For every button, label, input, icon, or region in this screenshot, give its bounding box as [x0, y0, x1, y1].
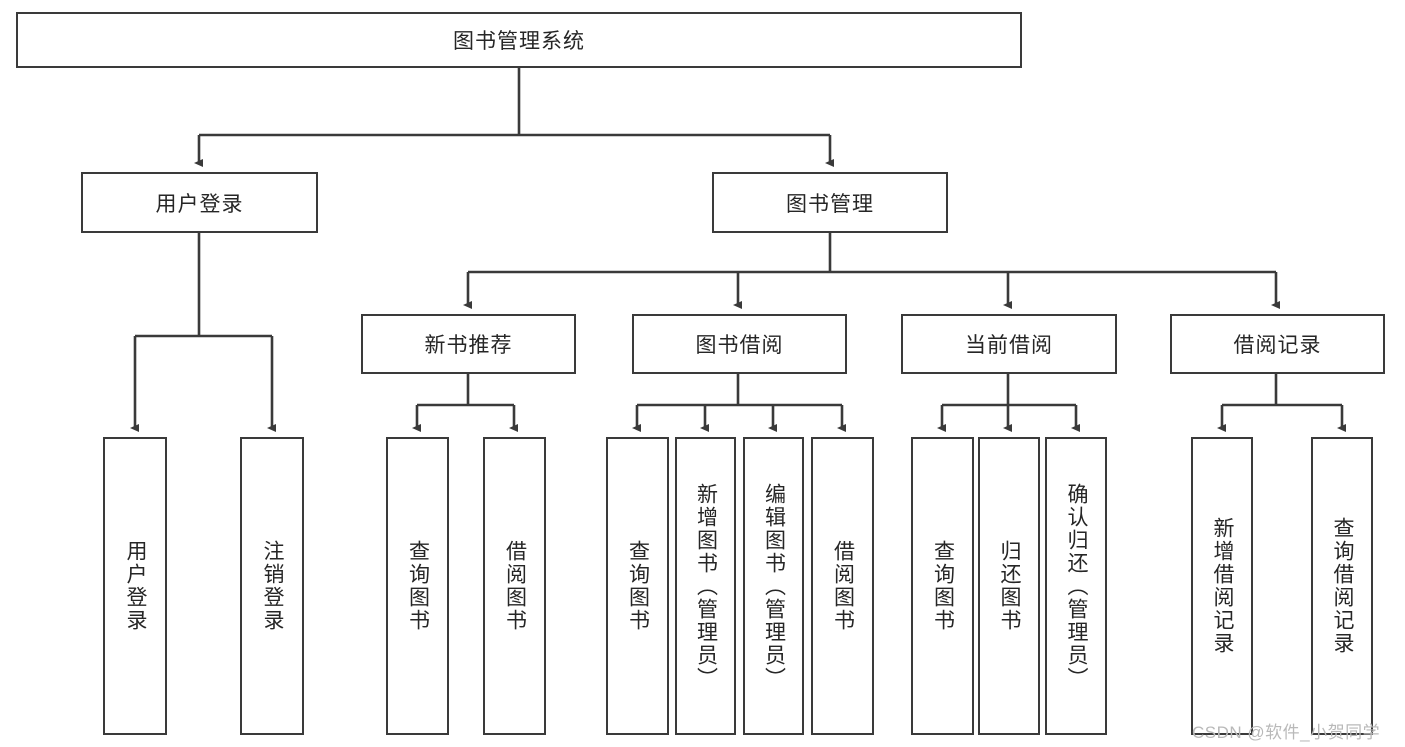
leaf-borrow-borrow-book[interactable]: 借阅图书	[811, 437, 874, 735]
leaf-recommend-query-book[interactable]: 查询图书	[386, 437, 449, 735]
node-label: 借阅图书	[503, 540, 527, 632]
node-label: 借阅记录	[1233, 334, 1322, 357]
leaf-borrow-edit-book[interactable]: 编辑图书（管理员）	[743, 437, 804, 735]
node-label: 注销登录	[261, 540, 285, 632]
node-book-management[interactable]: 图书管理	[712, 172, 948, 233]
node-label: 新增借阅记录	[1211, 517, 1235, 655]
node-label: 当前借阅	[965, 334, 1053, 357]
leaf-record-add-record[interactable]: 新增借阅记录	[1191, 437, 1253, 735]
node-label: 确认归还（管理员）	[1065, 482, 1089, 690]
leaf-record-query-record[interactable]: 查询借阅记录	[1311, 437, 1373, 735]
leaf-current-confirm-return[interactable]: 确认归还（管理员）	[1045, 437, 1107, 735]
leaf-user-login-signout[interactable]: 注销登录	[240, 437, 304, 735]
node-label: 查询借阅记录	[1331, 517, 1355, 655]
node-user-login[interactable]: 用户登录	[81, 172, 318, 233]
node-new-book-recommend[interactable]: 新书推荐	[361, 314, 576, 374]
node-label: 归还图书	[998, 540, 1022, 632]
node-label: 查询图书	[931, 540, 955, 632]
node-label: 图书借阅	[695, 334, 784, 357]
node-label: 用户登录	[155, 192, 244, 216]
node-root-system[interactable]: 图书管理系统	[16, 12, 1022, 68]
node-label: 查询图书	[626, 540, 650, 632]
node-label: 新书推荐	[424, 334, 513, 357]
node-label: 新增图书（管理员）	[694, 482, 718, 690]
node-label: 图书管理系统	[453, 30, 585, 53]
node-label: 用户登录	[124, 540, 148, 632]
node-label: 查询图书	[406, 540, 430, 632]
leaf-borrow-query-book[interactable]: 查询图书	[606, 437, 669, 735]
leaf-borrow-add-book[interactable]: 新增图书（管理员）	[675, 437, 736, 735]
node-current-borrow[interactable]: 当前借阅	[901, 314, 1117, 374]
node-label: 编辑图书（管理员）	[762, 482, 786, 690]
node-label: 借阅图书	[831, 540, 855, 632]
csdn-watermark: CSDN @软件_小贺同学	[1192, 723, 1381, 742]
leaf-current-query-book[interactable]: 查询图书	[911, 437, 974, 735]
node-borrow-record[interactable]: 借阅记录	[1170, 314, 1385, 374]
leaf-user-login-signin[interactable]: 用户登录	[103, 437, 167, 735]
leaf-recommend-borrow-book[interactable]: 借阅图书	[483, 437, 546, 735]
leaf-current-return-book[interactable]: 归还图书	[978, 437, 1040, 735]
node-book-borrow[interactable]: 图书借阅	[632, 314, 847, 374]
node-label: 图书管理	[786, 192, 874, 216]
